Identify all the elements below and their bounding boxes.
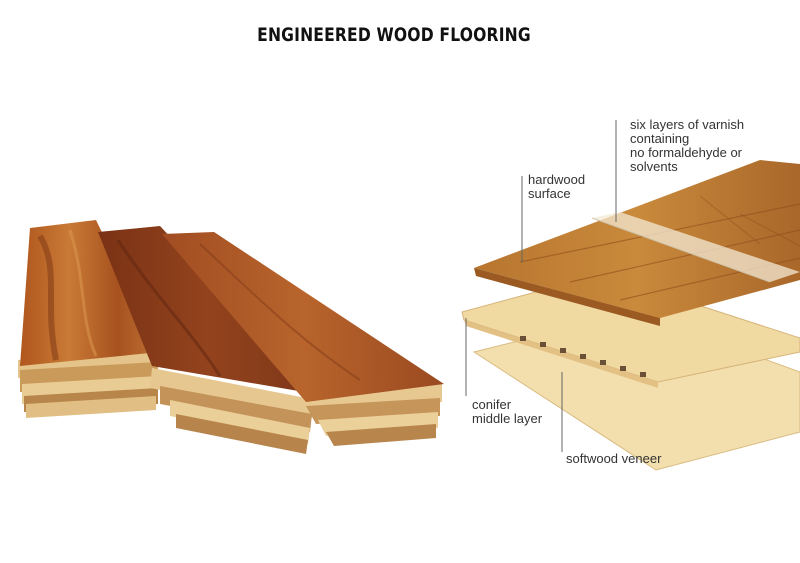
- wood-planks-illustration: [18, 220, 444, 454]
- hardwood-surface-layer: [474, 160, 800, 326]
- plank-middle: [98, 226, 316, 454]
- page-title: ENGINEERED WOOD FLOORING: [257, 24, 531, 46]
- conifer-middle-layer-label: conifer middle layer: [472, 397, 543, 426]
- varnish-label: six layers of varnish containing no form…: [630, 117, 745, 174]
- plank-left: [18, 220, 160, 418]
- plank-right: [162, 232, 444, 446]
- varnish-film: [591, 212, 800, 283]
- hardwood-surface-label: hardwood surface: [528, 172, 586, 201]
- softwood-veneer-label: softwood veneer: [566, 451, 662, 466]
